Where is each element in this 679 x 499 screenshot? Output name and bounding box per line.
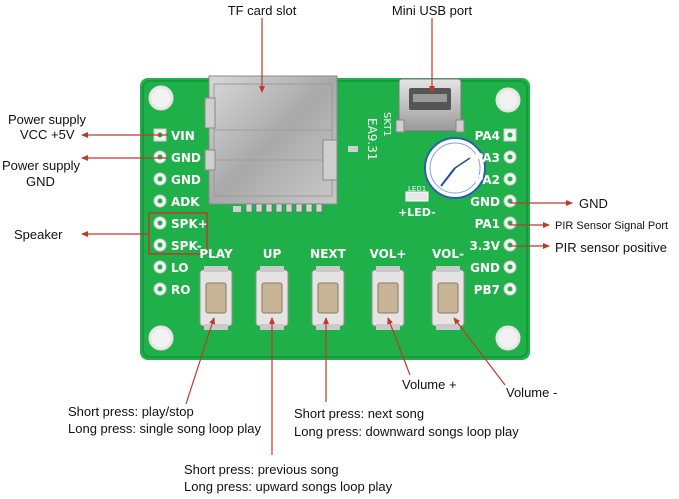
label-gnd-right: GND xyxy=(579,196,608,211)
right-pin-label: GND xyxy=(470,195,500,209)
right-pin-label: PA4 xyxy=(475,129,500,143)
button-label: UP xyxy=(263,247,282,261)
button-label: PLAY xyxy=(199,247,233,261)
label-power-gnd-line2: GND xyxy=(26,174,55,189)
label-next-short: Short press: next song xyxy=(294,406,425,421)
button-label: VOL- xyxy=(432,247,464,261)
left-pin-adk: ADK xyxy=(153,194,200,209)
tf-card-slot xyxy=(204,75,338,213)
button-vol-minusplus[interactable]: VOL+ xyxy=(370,247,407,330)
svg-text:+LED-: +LED- xyxy=(398,206,436,219)
label-volume-plus: Volume + xyxy=(402,377,457,392)
left-pin-label: LO xyxy=(171,261,188,275)
buttons-group: PLAY UP NEXT VOL+ VOL- xyxy=(199,247,465,330)
svg-text:LED1: LED1 xyxy=(408,185,426,193)
button-next[interactable]: NEXT xyxy=(310,247,347,330)
left-pin-label: VIN xyxy=(171,129,195,143)
left-pin-header: VIN GND GND ADK SPK+ SPK- LO RO xyxy=(153,128,208,297)
right-pin-pa1: PA1 xyxy=(475,216,517,231)
left-pin-vin: VIN xyxy=(153,128,195,143)
right-pin-gnd: GND xyxy=(470,260,517,275)
button-up[interactable]: UP xyxy=(255,247,289,330)
right-pin-label: 3.3V xyxy=(469,239,500,253)
button-play[interactable]: PLAY xyxy=(199,247,233,330)
arrow-play xyxy=(185,317,215,405)
label-power-vcc-line2: VCC +5V xyxy=(20,127,75,142)
right-pin-pa4: PA4 xyxy=(475,128,517,143)
label-power-vcc-line1: Power supply xyxy=(8,112,87,127)
left-pin-ro: RO xyxy=(153,282,190,297)
quality-sticker xyxy=(424,137,486,199)
button-label: NEXT xyxy=(310,247,346,261)
left-pin-label: SPK+ xyxy=(171,217,208,231)
label-up-long: Long press: upward songs loop play xyxy=(184,479,393,494)
label-next-long: Long press: downward songs loop play xyxy=(294,424,519,439)
label-power-gnd-line1: Power supply xyxy=(2,158,81,173)
label-mini-usb-port: Mini USB port xyxy=(391,3,473,18)
left-pin-lo: LO xyxy=(153,260,188,275)
button-label: VOL+ xyxy=(370,247,407,261)
left-pin-spkminus: SPK- xyxy=(153,238,202,253)
right-pin-pa3: PA3 xyxy=(475,150,517,165)
right-pin-pa2: PA2 xyxy=(475,172,517,187)
left-pin-label: SPK- xyxy=(171,239,202,253)
right-pin-label: PA1 xyxy=(475,217,500,231)
left-pin-spkplus: SPK+ xyxy=(153,216,208,231)
left-pin-label: ADK xyxy=(171,195,200,209)
label-up-short: Short press: previous song xyxy=(184,462,339,477)
mini-usb-port xyxy=(395,78,465,133)
arrow-vol-minus xyxy=(453,317,506,386)
label-tf-card-slot: TF card slot xyxy=(227,3,297,18)
right-pin-gnd: GND xyxy=(470,194,517,209)
label-pir-positive: PIR sensor positive xyxy=(555,240,667,255)
label-speaker: Speaker xyxy=(14,227,63,242)
annotation-arrows xyxy=(81,18,573,455)
smd-component xyxy=(233,206,241,212)
left-pin-label: RO xyxy=(171,283,190,297)
button-vol-minus[interactable]: VOL- xyxy=(431,247,465,330)
label-play-long: Long press: single song loop play xyxy=(68,421,261,436)
arrow-vol-plus xyxy=(387,317,411,376)
right-pin-label: GND xyxy=(470,261,500,275)
left-pin-gnd: GND xyxy=(153,150,201,165)
label-pir-signal: PIR Sensor Signal Port xyxy=(555,220,669,232)
mounting-holes xyxy=(148,85,521,351)
left-pin-gnd: GND xyxy=(153,172,201,187)
label-volume-minus: Volume - xyxy=(506,385,558,400)
board-sk-text: SKT1 xyxy=(381,112,392,137)
right-pin-label: PA3 xyxy=(475,151,500,165)
right-pin-label: PB7 xyxy=(474,283,500,297)
left-pin-label: GND xyxy=(171,151,201,165)
right-pin-33v: 3.3V xyxy=(469,238,517,253)
label-play-short: Short press: play/stop xyxy=(68,404,194,419)
board-model-text: EA9.31 xyxy=(365,118,379,161)
smd-component xyxy=(348,146,358,152)
right-pin-pb7: PB7 xyxy=(474,282,517,297)
left-pin-label: GND xyxy=(171,173,201,187)
led-indicator: LED1 +LED- xyxy=(398,185,436,219)
right-pin-label: PA2 xyxy=(475,173,500,187)
